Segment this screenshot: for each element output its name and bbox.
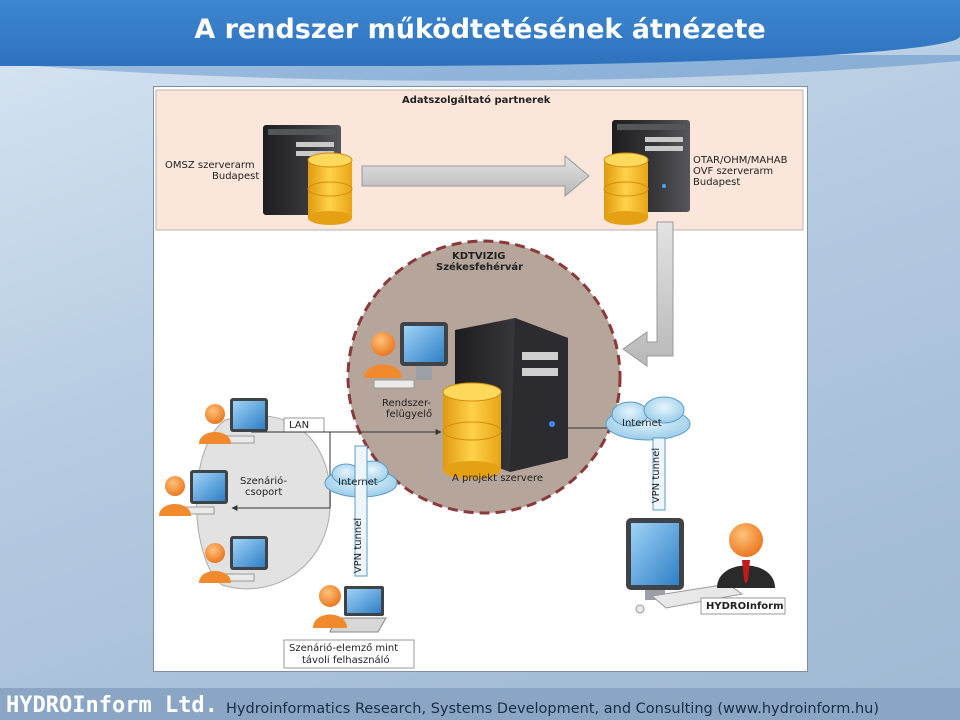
footer-tagline: Hydroinformatics Research, Systems Devel… [226,701,879,717]
scenario-workstation-1-icon [199,398,268,444]
internet-label-left: Internet [338,477,378,488]
hydroinform-label: HYDROInform [706,601,784,612]
hydroinform-workstation-icon [626,518,744,614]
background-wave [0,55,960,81]
footer-bar [0,688,960,720]
admin-label-line1: Rendszer- [382,398,432,409]
kdtvizig-label-line2: Székesfehérvár [436,262,524,273]
admin-label-line2: felügyelő [386,409,433,420]
vpn-label-left: VPN tunnel [353,517,365,574]
admin-workstation-icon [373,322,448,389]
hydroinform-person-icon [717,523,775,588]
remote-person-icon [313,585,347,628]
project-database-icon [442,382,502,479]
scenario-group-label-line2: csoport [245,487,283,498]
vpn-tunnel-left [354,445,368,577]
otar-label-line1: OTAR/OHM/MAHAB [693,155,788,166]
cloud-icon-right [605,396,691,441]
project-server-label: A projekt szervere [452,473,544,484]
remote-label-line2: távoli felhasználó [302,655,390,666]
partners-arrow [361,154,590,198]
scenario-workstation-3-icon [199,536,268,583]
admin-person-icon [364,332,402,378]
slide-title: A rendszer működtetésének átnézete [194,14,766,45]
omsz-label-line2: Budapest [212,171,260,182]
partners-title: Adatszolgáltató partnerek [402,95,551,106]
footer-brand: HYDROInform Ltd. [6,693,218,718]
scenario-group-label-line1: Szenárió- [240,476,288,487]
otar-database-icon [603,152,649,225]
title-band [0,0,960,66]
vpn-tunnel-right [652,437,666,511]
data-feed-arrow [622,221,674,367]
vpn-label-right: VPN tunnel [651,447,663,504]
scenario-workstation-2-icon [159,470,228,516]
otar-label-line2: OVF szerverarm [693,166,774,177]
remote-label-line1: Szenárió-elemző mint [289,643,399,654]
hydroinform-label-box [700,597,786,615]
remote-label-box [283,639,415,669]
kdtvizig-label-line1: KDTVIZIG [452,251,506,262]
lan-label: LAN [289,420,310,431]
otar-label-line3: Budapest [693,177,741,188]
omsz-database-icon [307,152,353,225]
internet-label-right: Internet [622,418,662,429]
omsz-label-line1: OMSZ szerverarm [165,160,255,171]
remote-laptop-icon [329,586,387,633]
